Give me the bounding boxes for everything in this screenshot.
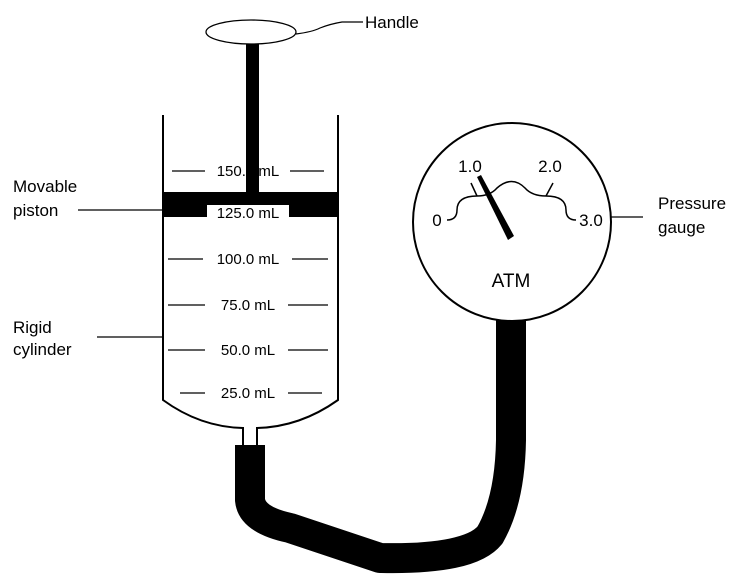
- graduation-label: 100.0 mL: [217, 251, 280, 268]
- rigid-cylinder-label-line2: cylinder: [13, 340, 72, 359]
- handle-leader: [295, 21, 363, 35]
- movable-piston-label-line1: Movable: [13, 177, 77, 196]
- graduation-label: 25.0 mL: [221, 385, 275, 402]
- graduation-label: 75.0 mL: [221, 297, 275, 314]
- graduation-label: 125.0 mL: [217, 205, 280, 222]
- gauge-tick-1: [470, 182, 478, 197]
- rigid-cylinder: [162, 115, 339, 429]
- graduation-label: 50.0 mL: [221, 342, 275, 359]
- piston-label-gap: [207, 205, 289, 221]
- gauge-tick-label-2: 2.0: [538, 157, 562, 176]
- gauge-unit-label: ATM: [492, 271, 531, 292]
- gauge-scale-arc: [446, 180, 577, 221]
- gauge-needle: [477, 175, 514, 240]
- piston-rod: [246, 40, 259, 193]
- gauge-tick-label-1: 1.0: [458, 157, 482, 176]
- graduation-marks: [168, 170, 328, 394]
- connecting-tube: [235, 320, 526, 574]
- gauge-tick-label-0: 0: [432, 211, 441, 230]
- gauge-tick-label-3: 3.0: [579, 211, 603, 230]
- gauge-tick-2: [545, 182, 554, 197]
- tube-top-cap: [496, 318, 526, 326]
- handle-label: Handle: [365, 13, 419, 32]
- pressure-gauge-label-line2: gauge: [658, 218, 705, 237]
- movable-piston-label-line2: piston: [13, 201, 58, 220]
- pressure-gauge-dial: [412, 122, 612, 322]
- graduation-label: 150.0 mL: [217, 163, 280, 180]
- rigid-cylinder-label-line1: Rigid: [13, 318, 52, 337]
- handle: [205, 19, 297, 45]
- pressure-gauge-label-line1: Pressure: [658, 194, 726, 213]
